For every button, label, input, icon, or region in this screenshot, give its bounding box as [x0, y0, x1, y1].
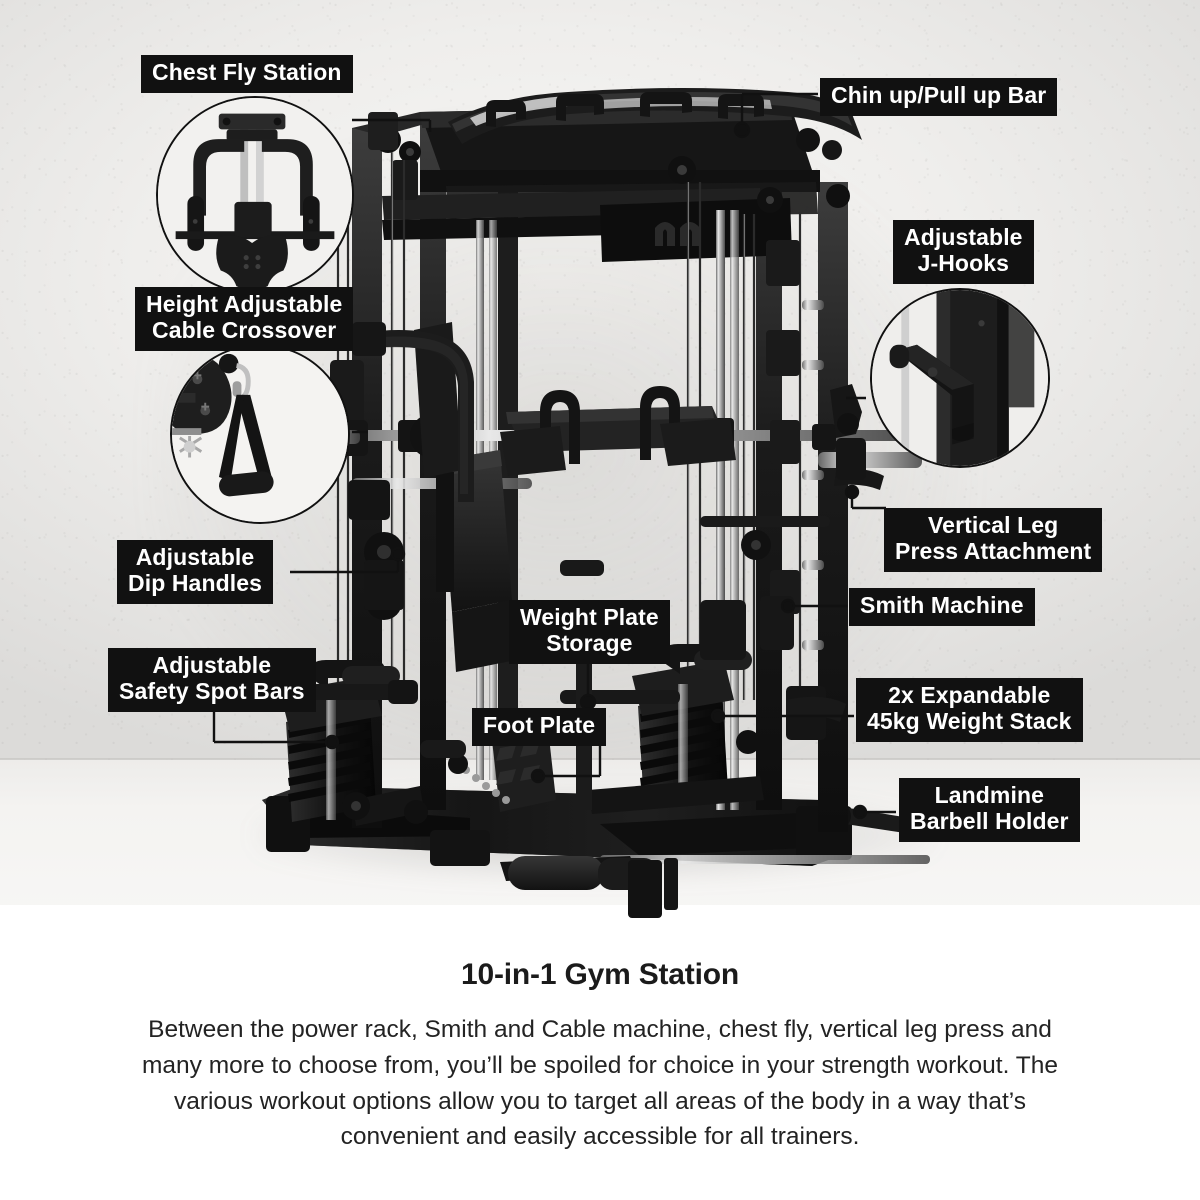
callout-label-weight-plate-storage: Weight Plate Storage — [509, 600, 670, 664]
callout-label-safety-spot-bars: Adjustable Safety Spot Bars — [108, 648, 316, 712]
callout-label-adjustable-j-hooks: Adjustable J-Hooks — [893, 220, 1034, 284]
caption-section: 10-in-1 Gym Station Between the power ra… — [0, 930, 1200, 1200]
callout-label-smith-machine: Smith Machine — [849, 588, 1035, 626]
caption-panel-background — [0, 905, 1200, 1200]
j-hooks-closeup-inset — [870, 288, 1050, 468]
callout-label-weight-stack: 2x Expandable 45kg Weight Stack — [856, 678, 1083, 742]
callout-label-dip-handles: Adjustable Dip Handles — [117, 540, 274, 604]
cable-crossover-closeup-art — [172, 346, 348, 522]
callout-label-landmine: Landmine Barbell Holder — [899, 778, 1080, 842]
callout-label-foot-plate: Foot Plate — [472, 708, 607, 746]
callout-label-cable-crossover: Height Adjustable Cable Crossover — [135, 287, 354, 351]
product-title: 10-in-1 Gym Station — [461, 958, 739, 991]
callout-label-chin-pull-up-bar: Chin up/Pull up Bar — [820, 78, 1058, 116]
callout-label-chest-fly: Chest Fly Station — [141, 55, 353, 93]
j-hooks-closeup-art — [872, 290, 1048, 466]
callout-label-vertical-leg-press: Vertical Leg Press Attachment — [884, 508, 1103, 572]
product-description: Between the power rack, Smith and Cable … — [141, 1016, 1059, 1151]
chest-fly-closeup-inset — [156, 96, 354, 294]
callout-leader-lines — [212, 92, 896, 820]
cable-crossover-closeup-inset — [170, 344, 350, 524]
chest-fly-closeup-art — [158, 98, 352, 292]
